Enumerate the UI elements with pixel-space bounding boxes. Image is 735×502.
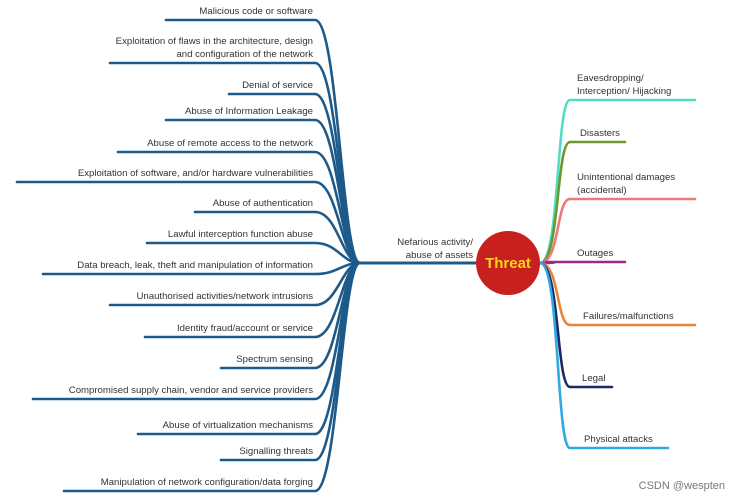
right-branch-line	[538, 140, 627, 265]
right-branch-line	[538, 197, 697, 265]
left-branch-item: Abuse of Information Leakage	[184, 106, 313, 117]
left-branch-item: Spectrum sensing	[236, 354, 313, 365]
right-branch-line	[538, 261, 670, 450]
right-branch-label: Eavesdropping/ Interception/ Hijacking	[577, 73, 672, 97]
right-branch-label: Failures/malfunctions	[583, 311, 674, 322]
watermark: CSDN @wespten	[638, 480, 725, 492]
left-branch-item: Signalling threats	[239, 446, 313, 457]
left-branch-item: Compromised supply chain, vendor and ser…	[68, 385, 313, 396]
threat-label: Threat	[485, 254, 531, 272]
left-branch-item: Lawful interception function abuse	[167, 229, 313, 240]
left-branch-item: Malicious code or software	[199, 6, 313, 17]
left-branch-line	[62, 261, 362, 493]
left-branch-item: Exploitation of flaws in the architectur…	[115, 36, 313, 60]
right-branch-label: Outages	[577, 248, 614, 259]
left-branch-item: Denial of service	[242, 80, 313, 91]
right-branch-label: Physical attacks	[584, 434, 653, 445]
right-branch-label: Unintentional damages (accidental)	[577, 172, 676, 196]
threat-node: Threat	[476, 231, 540, 295]
left-branch-item: Abuse of virtualization mechanisms	[162, 420, 313, 431]
right-branch-label: Disasters	[580, 128, 620, 139]
left-branch-item: Abuse of authentication	[212, 198, 313, 209]
left-branch-item: Data breach, leak, theft and manipulatio…	[77, 260, 313, 271]
left-branch-line	[136, 261, 362, 436]
left-branch-item: Identity fraud/account or service	[177, 323, 313, 334]
left-branch-item: Unauthorised activities/network intrusio…	[136, 291, 313, 302]
right-branch-line	[538, 260, 627, 265]
left-branch-item: Manipulation of network configuration/da…	[100, 477, 313, 488]
right-branch-label: Legal	[582, 373, 606, 384]
nefarious-activity-label: Nefarious activity/ abuse of assets	[397, 237, 473, 261]
left-branch-item: Abuse of remote access to the network	[147, 138, 313, 149]
left-branch-line	[15, 180, 362, 265]
left-branch-item: Exploitation of software, and/or hardwar…	[77, 168, 313, 179]
